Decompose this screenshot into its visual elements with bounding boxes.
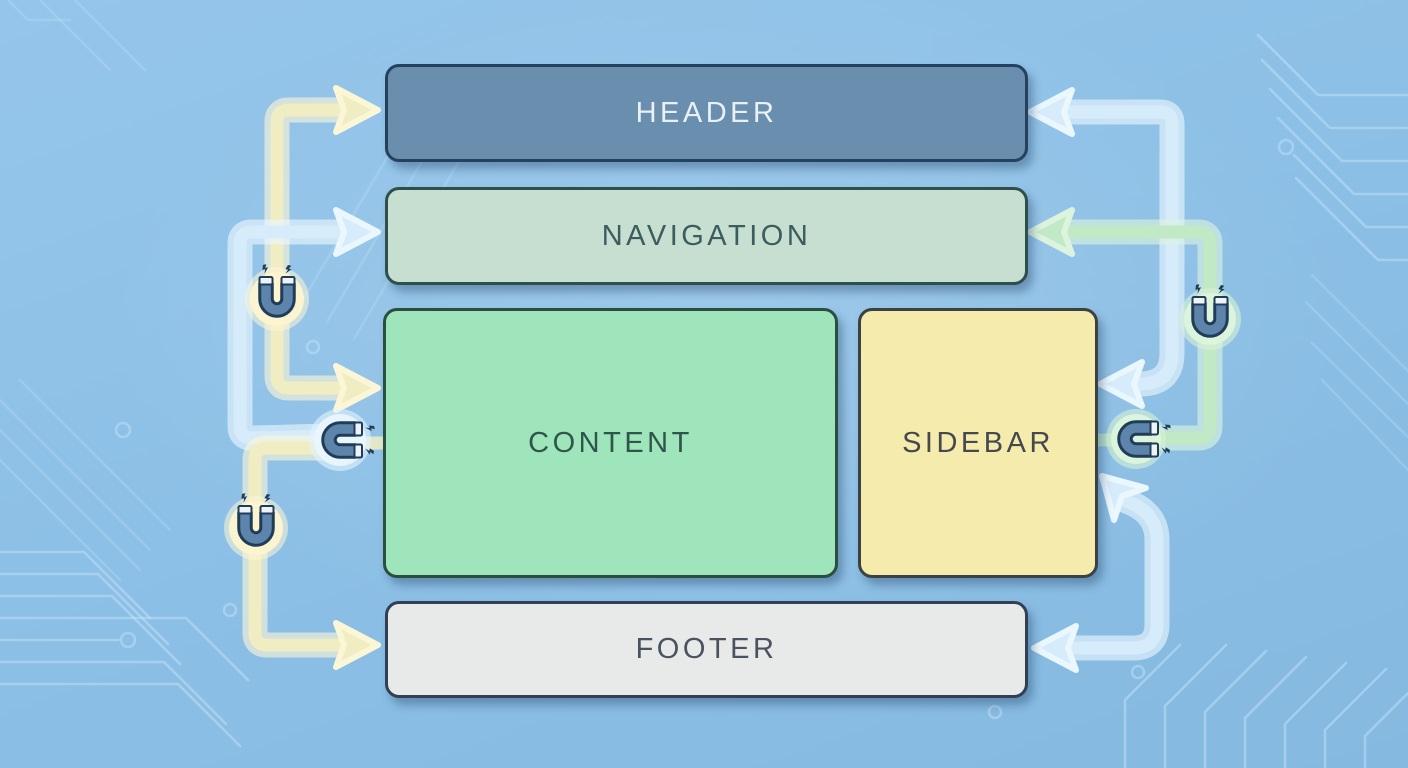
magnet-icon: [1106, 409, 1171, 469]
sidebar-label: SIDEBAR: [902, 426, 1054, 459]
footer-box: FOOTER: [385, 601, 1028, 698]
magnet-icon: [245, 264, 309, 331]
sidebar-box: SIDEBAR: [858, 308, 1098, 578]
navigation-label: NAVIGATION: [601, 219, 812, 252]
navigation-box: NAVIGATION: [385, 187, 1028, 285]
magnet-icon: [309, 409, 375, 471]
arrow-yellow-header-content: [264, 85, 381, 413]
header-box: HEADER: [385, 64, 1028, 162]
content-box: CONTENT: [383, 308, 838, 578]
header-label: HEADER: [635, 96, 778, 129]
magnet-icon: [1179, 284, 1241, 350]
arrow-blue-sidebar-footer-right: [1031, 473, 1170, 673]
arrow-blue-navigation-left: [227, 207, 381, 451]
content-label: CONTENT: [528, 426, 693, 459]
footer-label: FOOTER: [635, 633, 778, 665]
arrow-yellow-footer-left: [242, 435, 389, 670]
magnet-icon: [224, 493, 288, 560]
